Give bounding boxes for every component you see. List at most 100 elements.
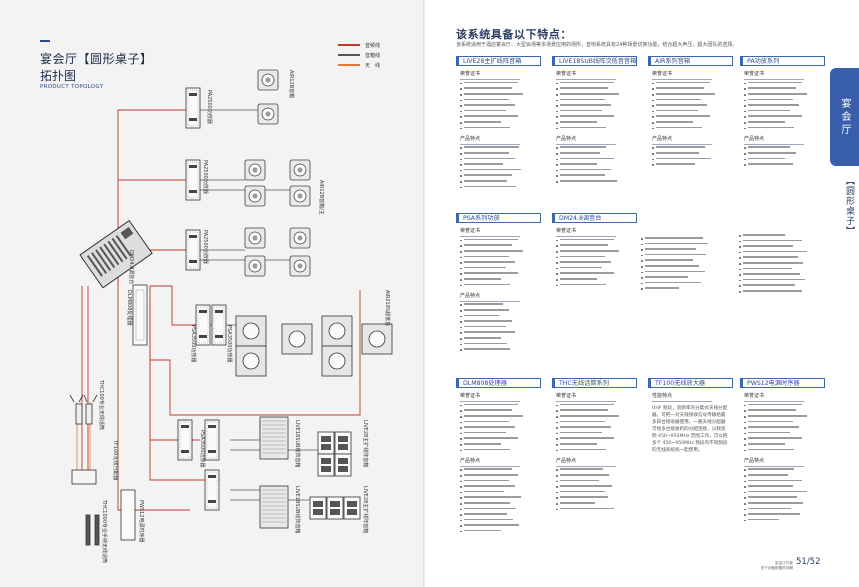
divider [460, 300, 520, 302]
cert-list [744, 403, 825, 453]
section-feat: 产品特点 [652, 135, 673, 142]
legend-swatch [338, 44, 360, 46]
cert-list [460, 403, 541, 453]
divider [556, 401, 616, 402]
divider [556, 236, 616, 237]
label-pa2500-low: PA2500功放器 [202, 230, 209, 264]
divider [652, 401, 712, 402]
footer-caption: 宴会厅方案 关于设备配置的详解 [757, 561, 793, 571]
feature-list [744, 146, 825, 167]
legend-item-audio: 音频线 [338, 40, 380, 50]
feature-list [652, 146, 733, 167]
section-feat: 产品特点 [556, 135, 577, 142]
label-live18sub-top: LIVE18SUB线阵音箱 [294, 420, 301, 467]
divider [460, 465, 520, 467]
divider [652, 79, 712, 80]
page-spine [423, 0, 425, 587]
label-air12b-mid: AIR12B音箱/主 [318, 180, 325, 215]
features-intro: 该系统适用于酒店宴会厅、大型会场等多场景应用的场所，音响系统具有24种场景切换功… [456, 42, 738, 48]
label-thc1000: THC1000专业手持无线话筒 [101, 499, 108, 563]
divider [556, 79, 616, 80]
section-feat: 产品特点 [744, 135, 765, 142]
section-tab-banquet[interactable]: 宴会厅 [830, 68, 859, 166]
cert-list [556, 81, 637, 131]
feature-list [556, 146, 637, 184]
title-accent-bar [40, 40, 50, 42]
section-cert: 荣誉证书 [744, 71, 765, 77]
legend-item-speaker: 音箱线 [338, 50, 380, 60]
divider [744, 401, 804, 402]
label-dlm808: DLM808处理器 [126, 290, 133, 326]
cert-list [652, 81, 733, 131]
features-title: 该系统具备以下特点： [456, 28, 572, 41]
right-page [425, 0, 859, 587]
divider [460, 143, 520, 145]
label-live18sub-bot: LIVE18SUB线阵音箱 [294, 486, 301, 533]
card-title: AIR系列音箱 [648, 56, 733, 66]
card-title: DM24.8调音台 [552, 213, 637, 223]
label-psa3500-b: PSA3500功放器 [226, 325, 233, 362]
feature-list [460, 303, 541, 352]
section-cert: 荣誉证书 [460, 71, 481, 77]
section-cert: 荣誉证书 [460, 393, 481, 399]
label-pws12: PWS12电源时序器 [138, 500, 145, 543]
section-perf: 性能特点 [652, 393, 673, 399]
card-title: PWS12电源时序器 [740, 378, 825, 388]
section-cert: 荣誉证书 [460, 228, 481, 234]
tf100-description: UHF 频段，宽频率的分集式天线分配器，可把一对天线接收信号传输给最多四台接收器… [652, 405, 728, 453]
page-number: 51/52 [796, 557, 821, 567]
cert-list [460, 238, 541, 288]
label-psa3500-a: PSA3500功放器 [190, 325, 197, 362]
label-air12b-top: AIR12B音箱 [288, 70, 295, 98]
card-dm248: DM24.8调音台 荣誉证书 [552, 213, 730, 293]
feature-list [556, 468, 637, 511]
card-pws12: PWS12电源时序器 荣誉证书 产品特点 [740, 378, 825, 524]
card-tf100: TF100无线放大器 性能特点 UHF 频段，宽频率的分集式天线分配器，可把一对… [648, 378, 733, 454]
section-feat: 产品特点 [460, 135, 481, 142]
card-title: TF100无线放大器 [648, 378, 733, 388]
label-pa2500-mid: PA2500功放器 [202, 160, 209, 194]
label-psa3500-c: PSA3500功放器 [199, 430, 206, 467]
feature-list [739, 234, 827, 294]
dm248-specs [637, 235, 730, 293]
section-tab-round-table: 【圆形桌子】 [844, 176, 854, 236]
divider [556, 143, 616, 145]
divider [460, 79, 520, 80]
legend-label: 天 线 [365, 62, 381, 69]
card-title: LIVE18SUB线阵次低音音箱 [552, 56, 637, 66]
section-cert: 荣誉证书 [744, 393, 765, 399]
cert-list [556, 403, 637, 453]
divider [460, 236, 520, 237]
section-feat: 产品特点 [556, 457, 577, 464]
label-air218s: AIR218S超低音 [384, 290, 391, 326]
page-subtitle: 拓扑图 [40, 69, 77, 83]
section-feat: 产品特点 [460, 292, 481, 299]
cert-list [460, 81, 541, 131]
divider [460, 401, 520, 402]
cert-list [556, 238, 637, 288]
feature-list [460, 146, 541, 189]
card-title: LIVE28主扩线阵音箱 [456, 56, 541, 66]
card-air: AIR系列音箱 荣誉证书 产品特点 [648, 56, 733, 169]
label-thc100: THC100专业无线话筒 [98, 379, 105, 430]
label-pa2500-top: PA2500功放器 [206, 90, 213, 124]
label-live28-top: LIVE28主扩线阵音箱 [362, 420, 369, 467]
legend-swatch [338, 54, 360, 56]
section-cert: 荣誉证书 [652, 71, 673, 77]
page-title-english: PRODUCT TOPOLOGY [40, 84, 104, 90]
topology-diagram: PA2500功放器 AIR12B音箱 PA2500功放器 AIR12B音箱/主 … [69, 69, 393, 563]
card-thc: THC无线话筒系列 荣誉证书 产品特点 [552, 378, 637, 513]
feature-list [744, 468, 825, 522]
cable-legend: 音频线 音箱线 天 线 [338, 40, 380, 70]
page-title: 宴会厅【圆形桌子】 [40, 52, 153, 66]
card-pa: PA功放系列 荣誉证书 产品特点 [740, 56, 825, 169]
section-feat: 产品特点 [744, 457, 765, 464]
feature-list [460, 468, 541, 534]
section-cert: 荣誉证书 [556, 71, 577, 77]
label-live28-bot: LIVE28主扩线阵音箱 [362, 486, 369, 533]
legend-label: 音箱线 [365, 52, 381, 59]
card-dm248-extra [735, 232, 827, 296]
section-feat: 产品特点 [460, 457, 481, 464]
card-live18sub: LIVE18SUB线阵次低音音箱 荣誉证书 产品特点 [552, 56, 637, 186]
legend-item-antenna: 天 线 [338, 60, 380, 70]
